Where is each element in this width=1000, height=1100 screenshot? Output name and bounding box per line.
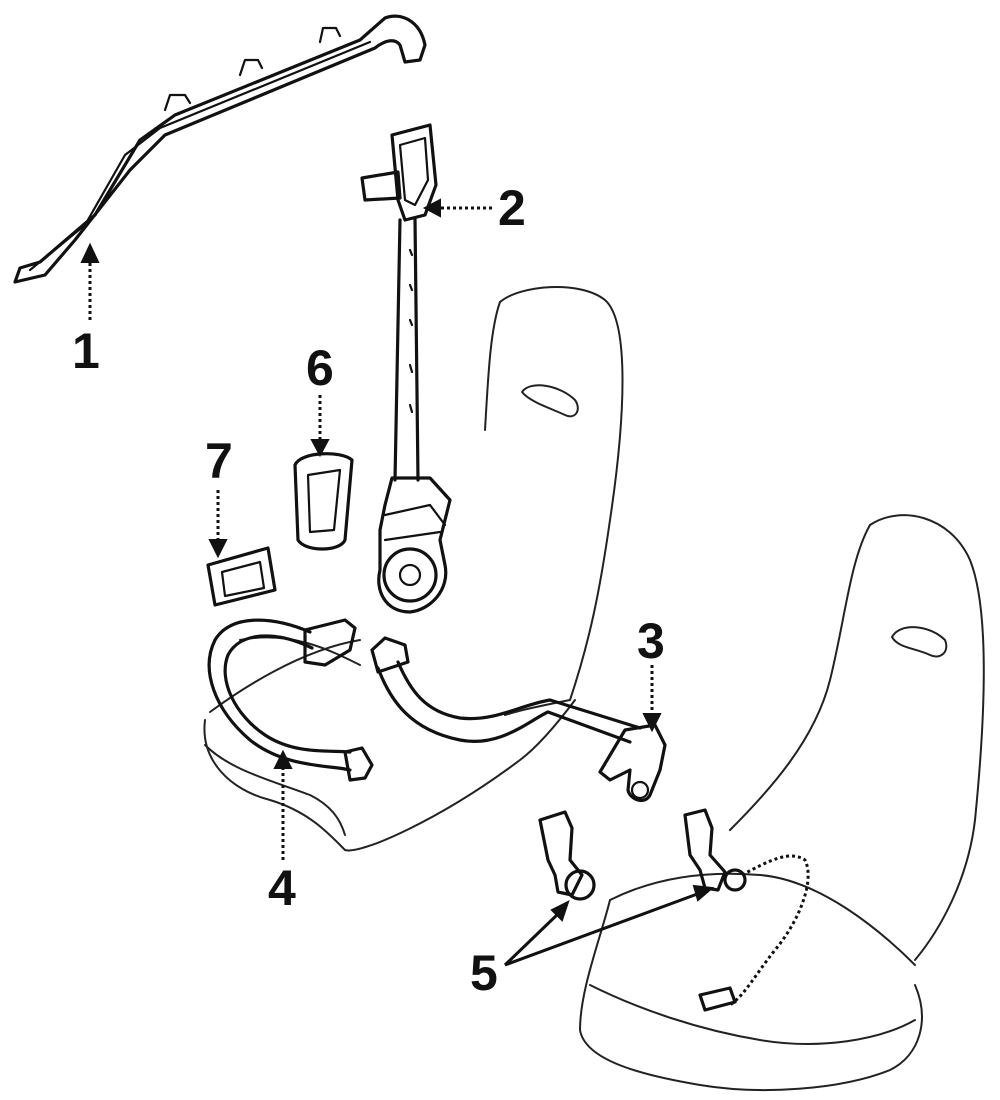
part-4-lap-belt bbox=[207, 618, 374, 782]
escutcheon-6-outer bbox=[293, 452, 354, 551]
seat-right-backrest bbox=[869, 514, 985, 961]
retractor-webbing-stitch bbox=[408, 248, 414, 414]
leader-4-arrowhead bbox=[273, 749, 293, 769]
seat-right-cushion-front bbox=[589, 984, 916, 1045]
seat-left-headrest-slot bbox=[521, 384, 579, 418]
callout-1: 1 bbox=[72, 323, 100, 379]
escutcheon-7-inner bbox=[220, 560, 266, 598]
leader-lines bbox=[80, 198, 715, 967]
leader-2-arrowhead bbox=[422, 198, 441, 218]
retractor-anchor-inner bbox=[398, 136, 430, 207]
escutcheon-7-outer bbox=[206, 546, 277, 607]
seat-right-headrest-slot bbox=[891, 626, 948, 658]
part-2-retractor bbox=[360, 123, 452, 614]
belt-3-webbing-lower bbox=[396, 660, 642, 730]
seat-left bbox=[203, 286, 624, 852]
escutcheon-6-inner bbox=[306, 468, 342, 534]
callout-3: 3 bbox=[637, 613, 665, 669]
trim-molding-clips bbox=[163, 26, 342, 112]
part-3-belt bbox=[370, 636, 667, 803]
callout-6: 6 bbox=[306, 340, 334, 396]
leader-5a-arrowhead bbox=[550, 900, 570, 922]
leader-5b bbox=[504, 891, 701, 967]
seat-right bbox=[579, 514, 985, 1091]
buckle-left-base bbox=[564, 869, 596, 901]
buckle-right-body bbox=[683, 808, 727, 892]
belt-3-webbing-upper bbox=[376, 666, 632, 744]
leader-7-arrowhead bbox=[208, 539, 228, 559]
part-6-escutcheon bbox=[293, 452, 354, 551]
leader-5a bbox=[503, 910, 562, 967]
seat-left-backrest bbox=[499, 286, 624, 716]
buckle-right-connector bbox=[698, 986, 737, 1012]
leader-5b-arrowhead bbox=[692, 884, 715, 902]
lap-belt-inner bbox=[223, 634, 352, 754]
buckle-right-wire bbox=[729, 854, 810, 1007]
seat-right-backrest-front bbox=[729, 524, 871, 831]
seat-right-cushion-top bbox=[609, 872, 916, 966]
part-5-buckles bbox=[538, 808, 810, 1012]
callout-7: 7 bbox=[205, 433, 233, 489]
leader-1-arrowhead bbox=[80, 242, 100, 263]
retractor-anchor-tab bbox=[360, 170, 402, 202]
belt-3-anchor bbox=[598, 723, 667, 803]
buckle-left-body bbox=[538, 810, 584, 897]
callout-2: 2 bbox=[498, 180, 526, 236]
retractor-body bbox=[377, 476, 452, 614]
seat-left-backrest-side bbox=[484, 301, 501, 431]
seat-left-cushion-front bbox=[204, 744, 346, 836]
leader-6-arrowhead bbox=[310, 439, 330, 458]
retractor-webbing bbox=[393, 216, 420, 482]
seat-right-cushion bbox=[579, 899, 923, 1091]
lap-belt-tongue-end bbox=[343, 746, 374, 782]
callout-labels: 1 2 3 4 5 6 7 bbox=[72, 180, 665, 1001]
buckle-right-base bbox=[723, 868, 747, 892]
retractor-bracket bbox=[383, 503, 447, 542]
lap-belt-buckle-end bbox=[303, 618, 357, 667]
seat-left-cushion bbox=[203, 639, 576, 852]
trim-molding-ridge bbox=[28, 40, 372, 272]
trim-molding-body bbox=[13, 14, 427, 284]
belt-3-tongue bbox=[370, 636, 410, 674]
part-1-trim-molding bbox=[13, 14, 427, 284]
lap-belt-outer bbox=[207, 618, 352, 772]
callout-5: 5 bbox=[470, 945, 498, 1001]
part-7-escutcheon bbox=[206, 546, 277, 607]
belt-3-anchor-bolt bbox=[630, 780, 650, 800]
retractor-spool bbox=[382, 547, 438, 603]
leader-3-arrowhead bbox=[642, 713, 662, 733]
retractor-anchor bbox=[390, 123, 438, 222]
retractor-hub bbox=[398, 563, 422, 587]
callout-4: 4 bbox=[268, 860, 296, 916]
